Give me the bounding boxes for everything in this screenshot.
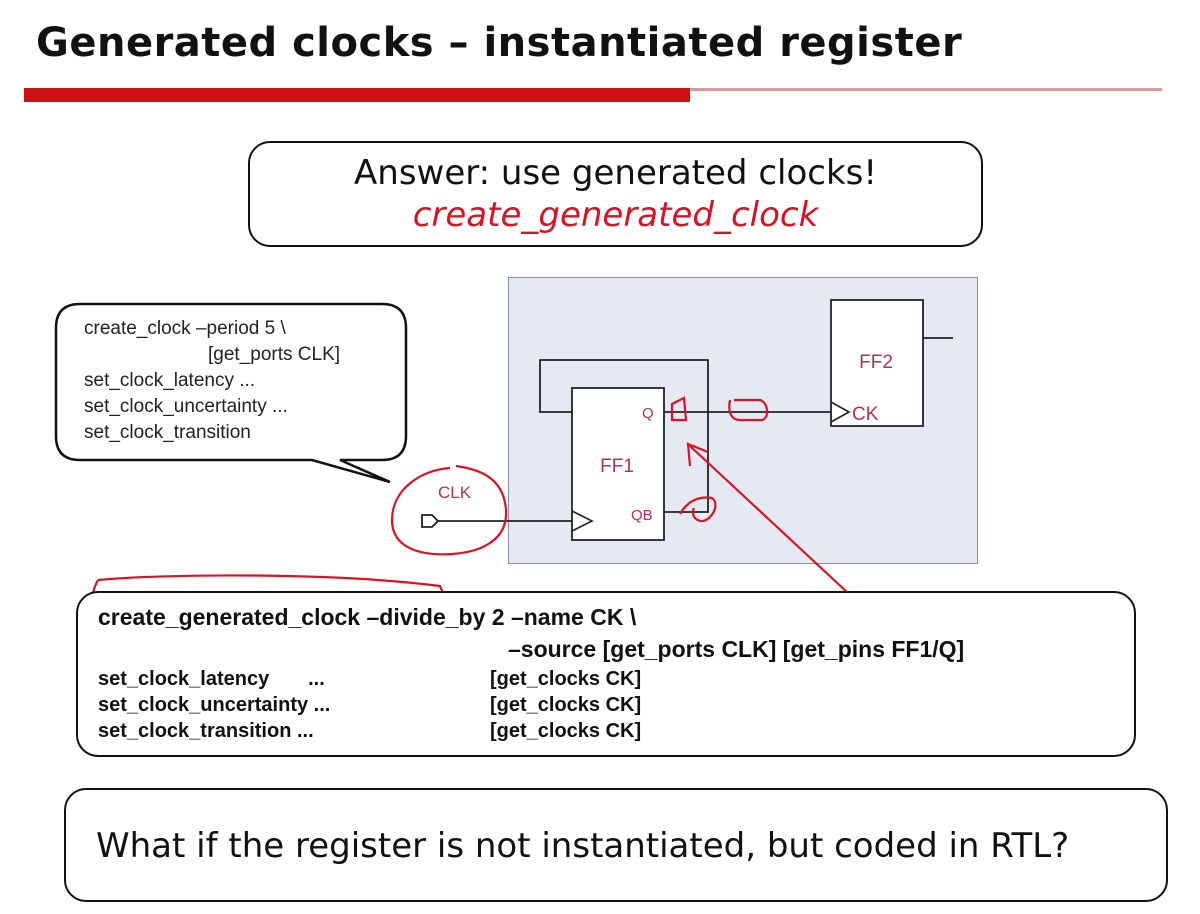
arrow-line (689, 445, 863, 607)
code-command: create_generated_clock (98, 604, 361, 630)
callout-line: set_clock_uncertainty ... (84, 396, 288, 417)
ff1-box (571, 387, 665, 541)
answer-text: Answer: use generated clocks! (354, 153, 877, 193)
arrow-head (686, 442, 709, 467)
clk-port (421, 514, 440, 528)
callout-line: create_clock –period 5 \ (84, 318, 286, 339)
title-underline-thin (690, 88, 1162, 91)
ff1-clock-symbol (571, 510, 594, 532)
code-row-right: [get_clocks CK] (490, 720, 642, 742)
ck-pin-label: CK (852, 404, 879, 425)
ff2-box (830, 299, 924, 427)
ff2-label: FF2 (859, 352, 893, 373)
qb-pin-mark (679, 496, 717, 523)
title-underline-thick (24, 88, 690, 102)
callout-bubble (54, 302, 408, 484)
callout-text: create_clock –period 5 \ [get_ports CLK]… (84, 316, 340, 446)
code-row-left: set_clock_transition ... (98, 720, 314, 742)
wire-mark (728, 398, 769, 422)
code-box (76, 591, 1136, 757)
code-row-right: [get_clocks CK] (490, 694, 642, 716)
ff2-clock-symbol (830, 401, 851, 423)
answer-command: create_generated_clock (412, 195, 819, 235)
code-row-left: set_clock_uncertainty ... (98, 694, 331, 716)
code-row-left: set_clock_latency ... (98, 668, 325, 690)
clk-port-label: CLK (438, 483, 472, 502)
callout-line: set_clock_transition (84, 422, 251, 443)
slide-title: Generated clocks – instantiated register (36, 20, 963, 66)
code-row-right: [get_clocks CK] (490, 668, 642, 690)
answer-box: Answer: use generated clocks! create_gen… (248, 141, 983, 247)
ff1-label: FF1 (600, 456, 634, 477)
q-pin-label: Q (642, 405, 654, 422)
question-text: What if the register is not instantiated… (96, 826, 1070, 866)
feedback-wire (539, 359, 709, 513)
code-line-1: create_generated_clock –divide_by 2 –nam… (98, 604, 636, 631)
q-pin-mark (670, 396, 688, 422)
code-line-1-rest: –divide_by 2 –name CK \ (360, 604, 637, 630)
question-box: What if the register is not instantiated… (64, 788, 1168, 902)
clk-circle (390, 464, 508, 556)
code-line-2: –source [get_ports CLK] [get_pins FF1/Q] (508, 636, 965, 662)
qb-pin-label: QB (631, 507, 653, 524)
callout-line: set_clock_latency ... (84, 370, 256, 391)
callout-line: [get_ports CLK] (208, 344, 341, 365)
